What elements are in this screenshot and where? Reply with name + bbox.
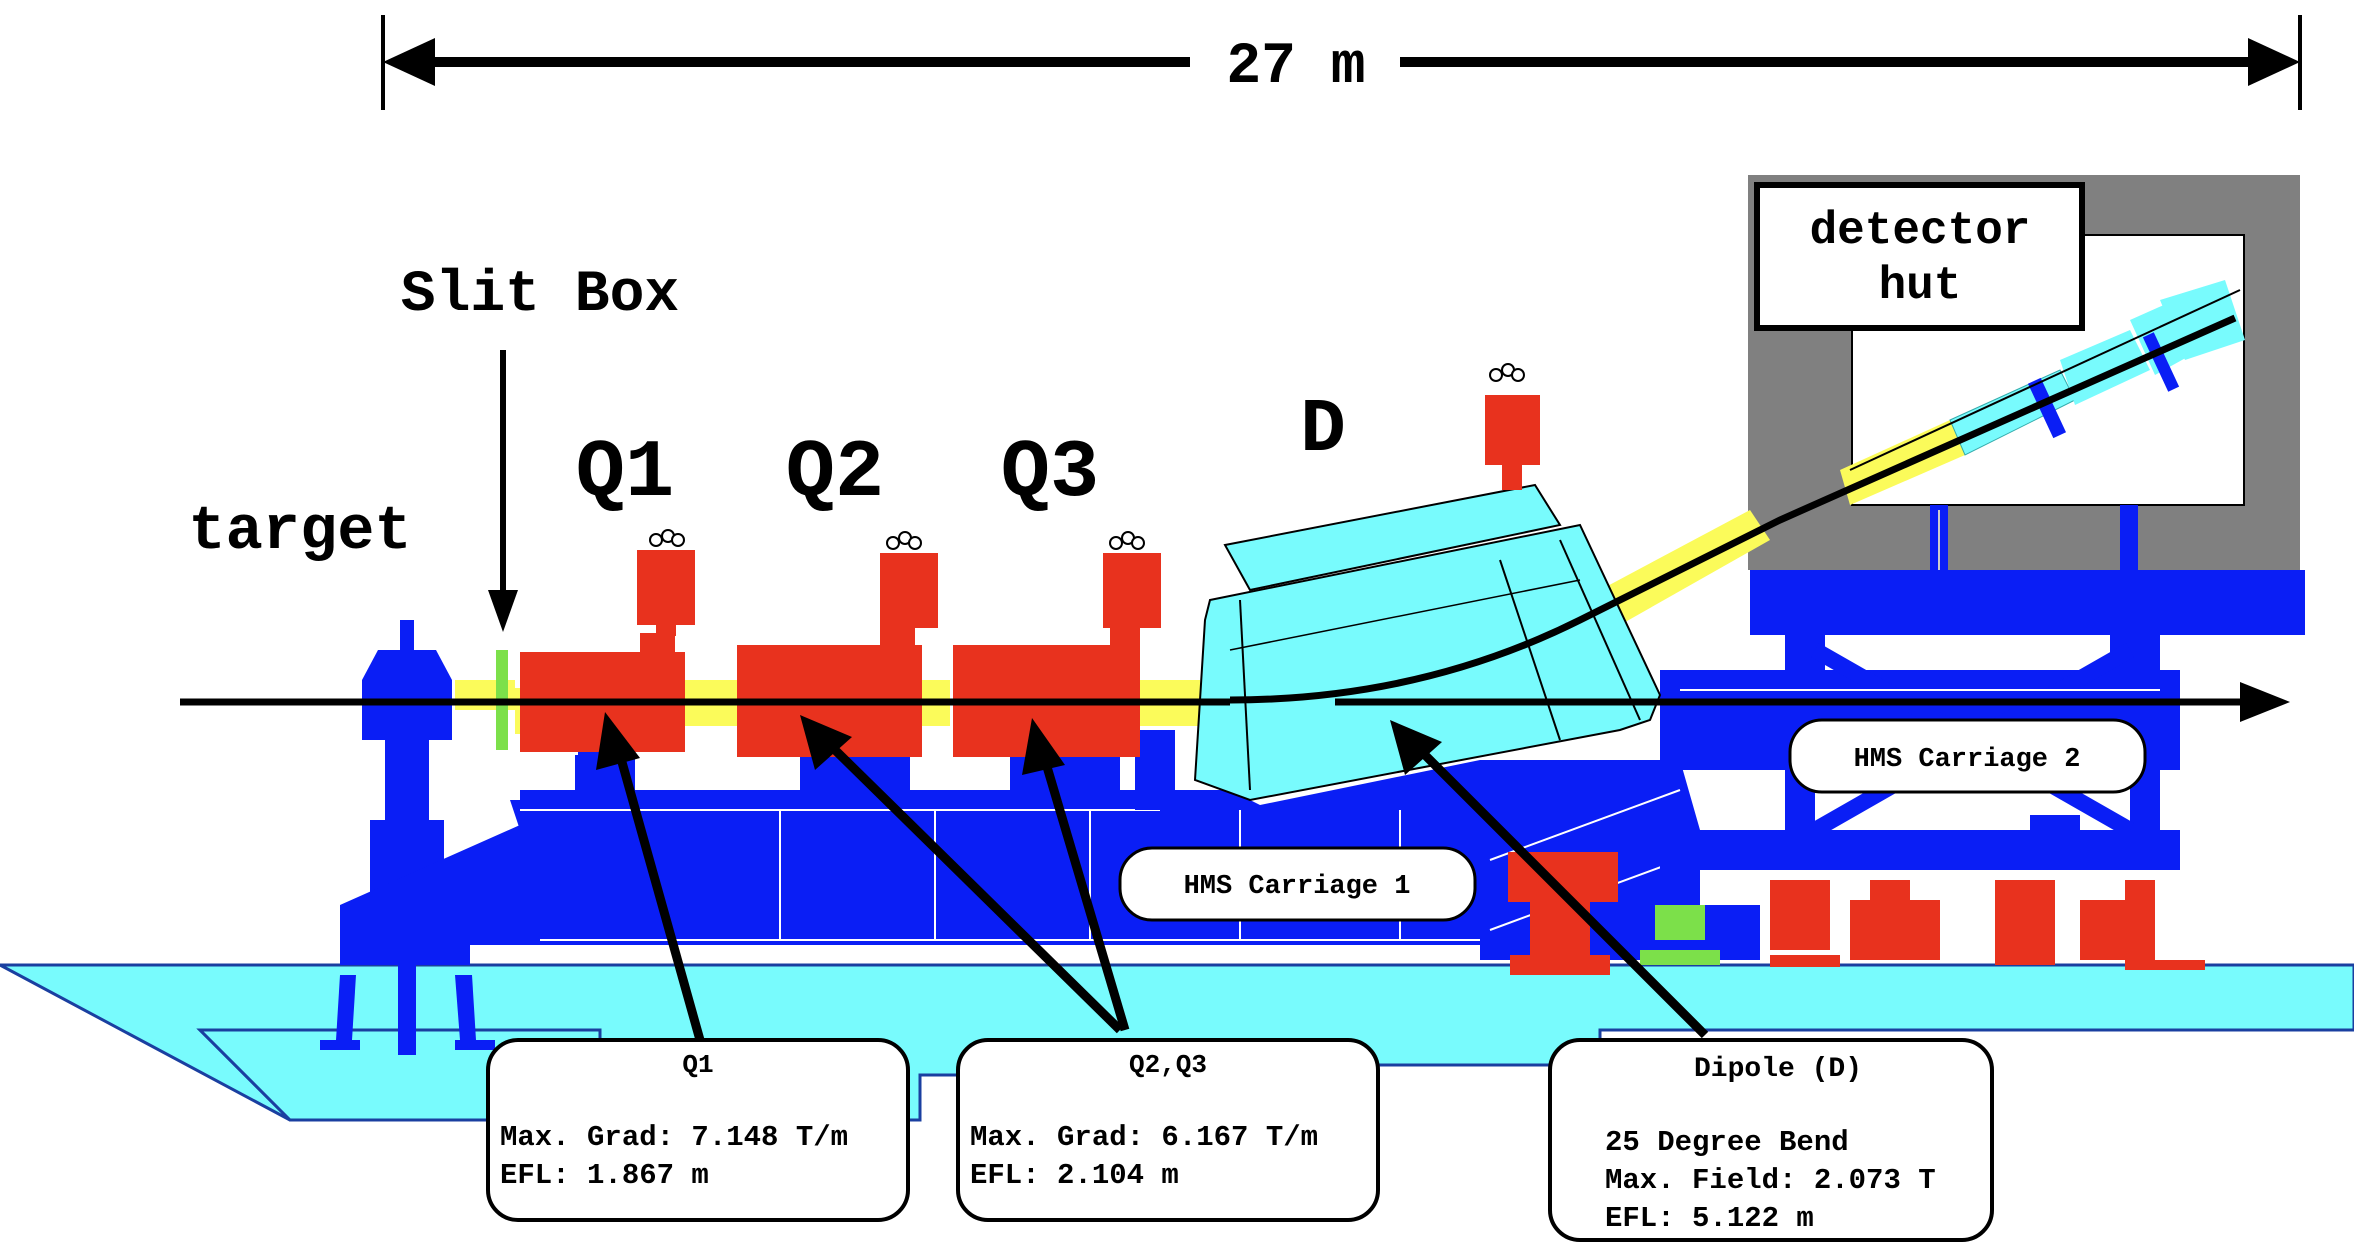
q1-info-line-1: Max. Grad: 7.148 T/m <box>500 1121 848 1154</box>
carriage-2-label: HMS Carriage 2 <box>1854 745 2081 775</box>
q23-info-line-1: Max. Grad: 6.167 T/m <box>970 1121 1318 1154</box>
carriage-1-label: HMS Carriage 1 <box>1184 872 1411 902</box>
q23-info-line-2: EFL: 2.104 m <box>970 1159 1179 1192</box>
q1-info-title: Q1 <box>682 1050 713 1080</box>
q2-label: Q2 <box>786 427 884 520</box>
component-labels: Slit Box target Q1 Q2 Q3 D <box>188 263 1346 632</box>
q23-info-title: Q2,Q3 <box>1129 1050 1207 1080</box>
dipole-info-line-1: 25 Degree Bend <box>1605 1126 1849 1159</box>
pointer-arrows <box>596 712 1709 1042</box>
dipole-info-line-2: Max. Field: 2.073 T <box>1605 1164 1936 1197</box>
dipole-info-line-3: EFL: 5.122 m <box>1605 1202 1814 1235</box>
dipole-info-title: Dipole (D) <box>1694 1054 1862 1085</box>
q3-label: Q3 <box>1001 427 1099 520</box>
q1-label: Q1 <box>576 427 674 520</box>
q1-info-line-2: EFL: 1.867 m <box>500 1159 709 1192</box>
beam-trajectories <box>180 314 2290 722</box>
dipole-magnet <box>1193 363 1662 802</box>
detector-hut: detector hut <box>1748 175 2300 570</box>
carriage-1-tag: HMS Carriage 1 <box>1118 846 1477 922</box>
dimension-label: 27 m <box>1226 35 1365 100</box>
dipole-label: D <box>1300 387 1346 473</box>
dimension-bar: 27 m <box>381 15 2302 110</box>
target-label: target <box>188 496 411 567</box>
carriage-2-tag: HMS Carriage 2 <box>1788 718 2147 794</box>
q3-magnet <box>953 531 1161 757</box>
slit-box-label: Slit Box <box>401 263 679 328</box>
q23-info-box: Q2,Q3 Max. Grad: 6.167 T/m EFL: 2.104 m <box>956 1038 1380 1222</box>
q2-magnet <box>737 531 938 757</box>
dipole-info-box: Dipole (D) 25 Degree Bend Max. Field: 2.… <box>1548 1038 1994 1242</box>
detector-hut-label-line2: hut <box>1879 260 1962 312</box>
q1-info-box: Q1 Max. Grad: 7.148 T/m EFL: 1.867 m <box>486 1038 910 1222</box>
detector-hut-label-line1: detector <box>1810 205 2031 257</box>
